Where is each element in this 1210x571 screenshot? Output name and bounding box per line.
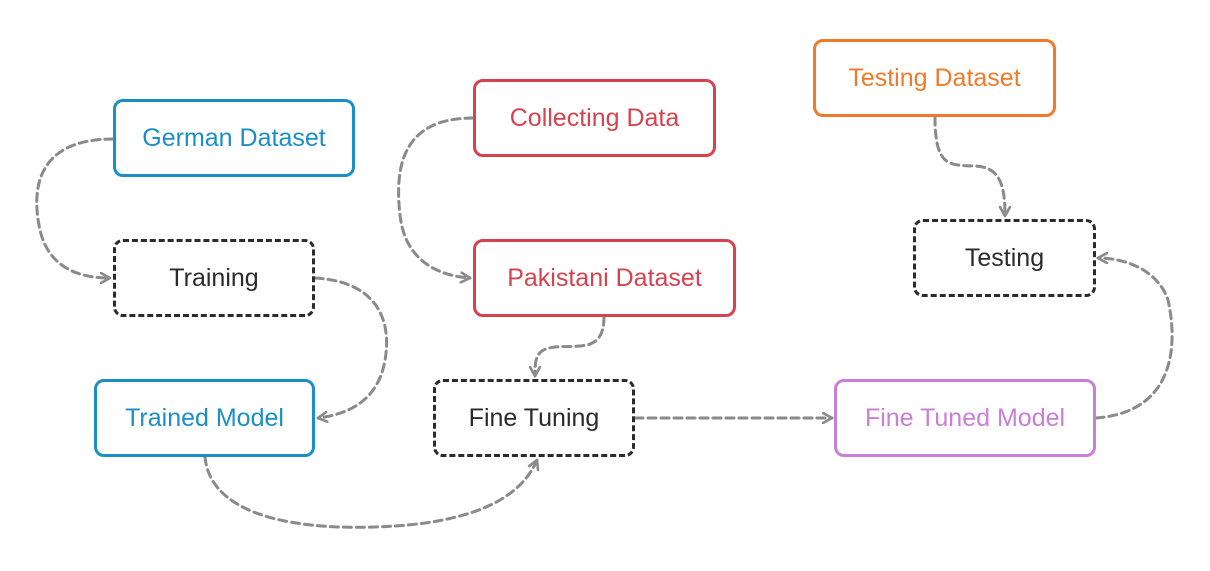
edge-trained-model-to-fine-tuning — [203, 455, 537, 529]
node-label: Pakistani Dataset — [507, 263, 702, 292]
node-pakistani-dataset: Pakistani Dataset — [473, 239, 736, 317]
edge-fine-tuned-model-to-testing — [1094, 258, 1174, 420]
node-fine-tuning: Fine Tuning — [433, 379, 635, 457]
node-testing-dataset: Testing Dataset — [813, 39, 1056, 117]
node-training: Training — [113, 239, 315, 317]
edge-testing-dataset-to-testing — [933, 115, 1005, 218]
node-label: Fine Tuned Model — [864, 403, 1066, 432]
node-collecting-data: Collecting Data — [473, 79, 716, 157]
node-label: Trained Model — [125, 403, 284, 432]
node-trained-model: Trained Model — [94, 379, 315, 457]
node-label: German Dataset — [142, 123, 326, 152]
edge-training-to-trained-model — [313, 276, 389, 418]
edge-pakistani-dataset-to-fine-tuning — [535, 315, 606, 378]
node-label: Collecting Data — [509, 103, 680, 132]
node-label: Testing — [964, 243, 1045, 272]
node-label: Training — [169, 263, 259, 292]
edge-collecting-data-to-pakistani-dataset — [397, 116, 475, 278]
node-label: Fine Tuning — [468, 403, 600, 432]
edge-german-dataset-to-training — [35, 137, 115, 278]
node-testing: Testing — [913, 219, 1096, 297]
node-label: Testing Dataset — [848, 63, 1021, 92]
node-german-dataset: German Dataset — [113, 99, 355, 177]
node-fine-tuned-model: Fine Tuned Model — [834, 379, 1096, 457]
